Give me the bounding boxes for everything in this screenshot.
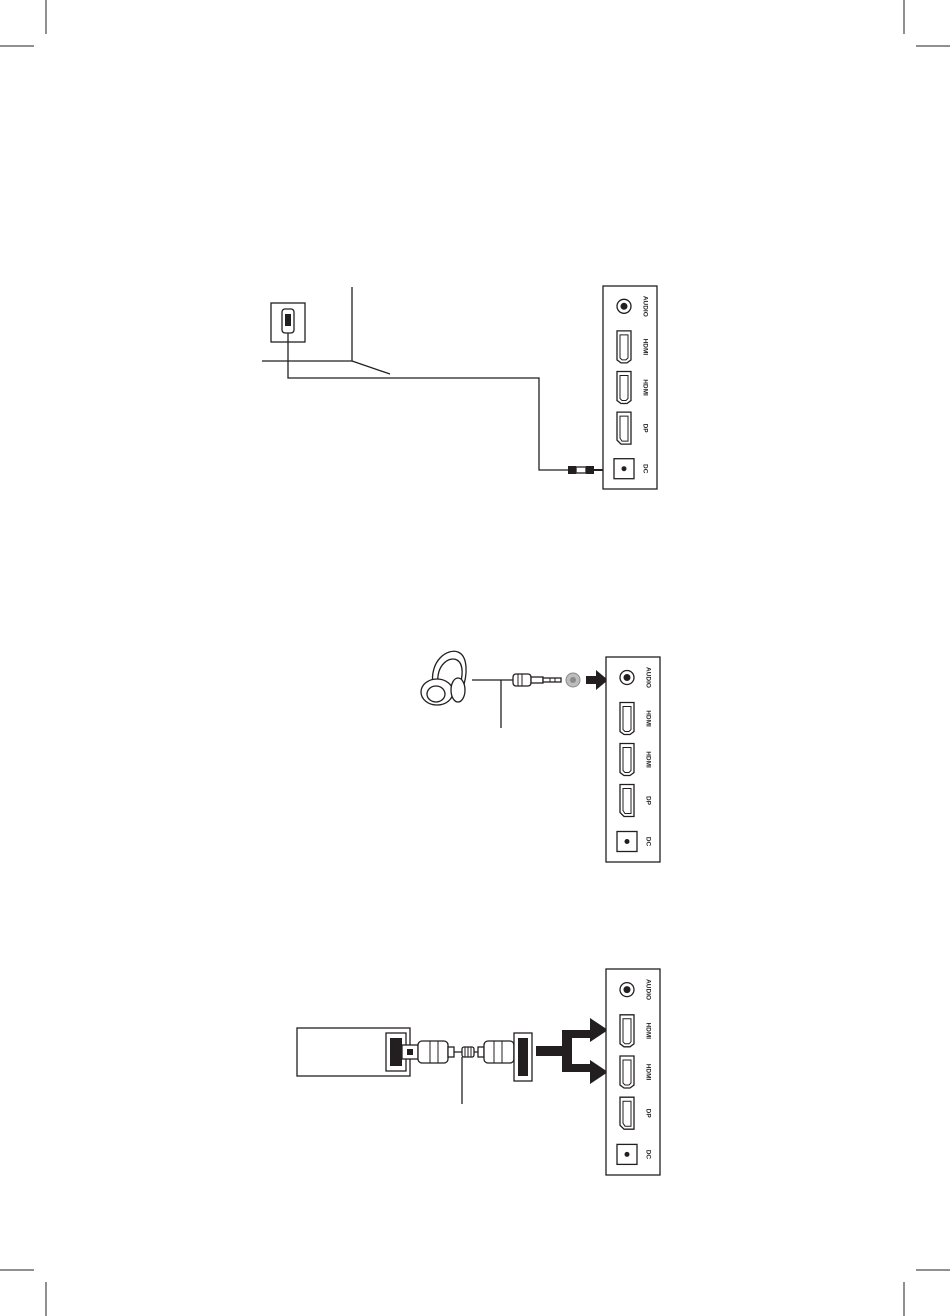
hdmi1-port-label: HDMI [644, 710, 651, 727]
audio-port-icon [620, 983, 634, 997]
monitor-port-panel-2: AUDIO HDMI HDMI DP DC [606, 657, 660, 862]
dc-port-label: DC [644, 837, 651, 847]
hdmi-cable [454, 1047, 478, 1057]
dp-port-icon [620, 785, 634, 817]
hdmi2-port-label: HDMI [644, 751, 651, 768]
dc-port-icon [617, 1144, 637, 1164]
hdmi-connection-diagram: AUDIO HDMI HDMI DP DC [297, 969, 660, 1175]
monitor-port-panel-3: AUDIO HDMI HDMI DP DC [606, 969, 660, 1175]
hdmi1-port-label: HDMI [644, 1022, 651, 1039]
monitor-port-panel-1: AUDIO HDMI HDMI DP DC [603, 286, 657, 489]
audio-port-icon [620, 671, 634, 685]
arrow-right-icon [586, 670, 608, 690]
dp-port-icon [617, 412, 631, 444]
dp-port-label: DP [644, 796, 651, 806]
power-connection-diagram: AUDIO HDMI HDMI DP DC [262, 286, 657, 489]
dc-port-icon [614, 459, 634, 479]
dc-port-icon [617, 832, 637, 852]
power-cable [288, 340, 568, 470]
wall-outlet-icon [271, 303, 305, 342]
hdmi1-port-icon [620, 703, 634, 735]
hdmi1-port-icon [620, 1015, 634, 1047]
hdmi1-port-label: HDMI [641, 339, 648, 356]
fork-arrow-icon [536, 1018, 608, 1084]
hdmi1-port-icon [617, 331, 631, 363]
audio-port-label: AUDIO [641, 296, 648, 317]
hdmi2-port-label: HDMI [644, 1064, 651, 1081]
audio-port-label: AUDIO [644, 979, 651, 1000]
dp-port-label: DP [641, 424, 648, 434]
hdmi2-port-icon [617, 372, 631, 404]
audio-socket-highlight-icon [566, 673, 580, 687]
audio-jack-icon [513, 674, 561, 686]
headphones-icon [421, 651, 466, 705]
source-device-icon [297, 1028, 410, 1076]
dc-port-label: DC [644, 1150, 651, 1160]
hdmi2-port-icon [620, 744, 634, 776]
hdmi-plug-right-icon [478, 1033, 532, 1081]
dp-port-label: DP [644, 1109, 651, 1119]
audio-port-label: AUDIO [644, 667, 651, 688]
hdmi2-port-icon [620, 1056, 634, 1088]
dc-plug-icon [568, 466, 604, 474]
audio-connection-diagram: AUDIO HDMI HDMI DP DC [421, 651, 660, 862]
audio-port-icon [617, 299, 631, 313]
dp-port-icon [620, 1097, 634, 1129]
hdmi2-port-label: HDMI [641, 379, 648, 396]
dc-port-label: DC [641, 464, 648, 474]
